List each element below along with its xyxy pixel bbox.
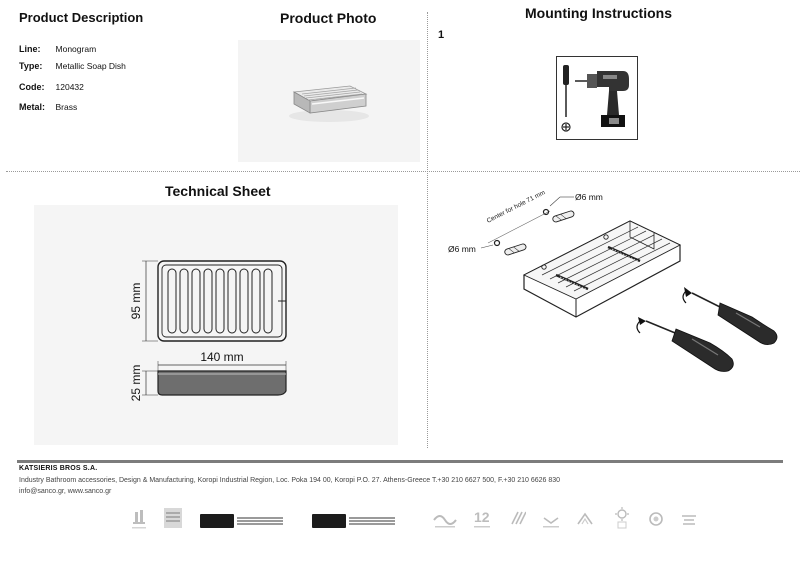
spec-value: Brass [55, 102, 78, 112]
company-contact: info@sanco.gr, www.sanco.gr [19, 488, 112, 495]
product-photo-title: Product Photo [280, 10, 377, 26]
spec-value: 120432 [55, 82, 84, 92]
spec-value: Metallic Soap Dish [55, 61, 126, 71]
step-number: 1 [438, 29, 445, 41]
durability-arrow-icon [577, 512, 593, 525]
center-hole-label: Center for hole 71 mm [486, 189, 547, 225]
mounting-diagram: Center for hole 71 mm Ø6 mm Ø6 mm [448, 189, 778, 372]
warranty-12-icon: 12 [474, 509, 490, 528]
easy-clean-icon [543, 517, 559, 528]
quality-wave-icon [433, 515, 457, 528]
hole-callout-upper: Ø6 mm [575, 192, 603, 202]
iso-9001-badge-icon [200, 512, 283, 529]
uv-sun-icon [615, 507, 629, 529]
spec-label: Line: [19, 44, 41, 54]
spec-type: Type: Metallic Soap Dish [19, 61, 126, 71]
hole-callout-lower: Ø6 mm [448, 244, 476, 254]
spec-code: Code: 120432 [19, 82, 84, 92]
center-line [487, 210, 551, 244]
horizontal-divider [6, 171, 800, 172]
stripes-finish-icon [511, 511, 526, 525]
spec-label: Code: [19, 82, 45, 92]
spec-label: Type: [19, 61, 43, 71]
product-description-title: Product Description [19, 10, 144, 25]
top-view-slots [167, 268, 273, 334]
spec-label: Metal: [19, 102, 46, 112]
technical-drawing: 95 mm 140 mm 25 mm [129, 260, 287, 402]
vertical-divider [427, 12, 428, 448]
company-address: Industry Bathroom accessories, Design & … [19, 477, 561, 484]
soap-dish-perspective [522, 220, 682, 318]
company-name: KATSIERIS BROS S.A. [19, 465, 98, 472]
wall-anchor-upper [542, 208, 575, 223]
width-dimension-label: 140 mm [200, 350, 243, 364]
screwdriver-upper-icon [684, 287, 778, 345]
svg-text:12: 12 [474, 509, 490, 525]
rotation-arrow-upper [682, 290, 687, 304]
screwdriver-lower-icon [638, 317, 734, 372]
rotation-arrow-lower [636, 320, 641, 334]
faucet-logo-icon [132, 510, 146, 529]
drill-icon [575, 71, 629, 127]
brand-mark-icon [682, 515, 696, 525]
made-in-greece-badge-icon [164, 508, 182, 528]
wall-anchor-lower [493, 239, 527, 256]
top-view-outline [157, 260, 287, 342]
mounting-instructions-title: Mounting Instructions [525, 5, 672, 21]
screw-lower [555, 273, 589, 291]
depth-dimension-label: 95 mm [129, 283, 143, 320]
spec-value: Monogram [55, 44, 97, 54]
height-dimension-label: 25 mm [129, 365, 143, 402]
screwdriver-icon [561, 65, 571, 132]
side-view-outline [157, 370, 287, 396]
screw-upper [607, 245, 641, 263]
technical-sheet-title: Technical Sheet [165, 183, 271, 199]
spec-metal: Metal: Brass [19, 102, 77, 112]
certification-logos: 12 [126, 506, 706, 534]
tools-required-card [556, 56, 638, 140]
recycle-icon [649, 512, 663, 526]
iso-14001-badge-icon [312, 512, 395, 529]
footer-divider [17, 460, 783, 463]
product-photo-image [289, 85, 369, 122]
spec-line: Line: Monogram [19, 44, 96, 54]
